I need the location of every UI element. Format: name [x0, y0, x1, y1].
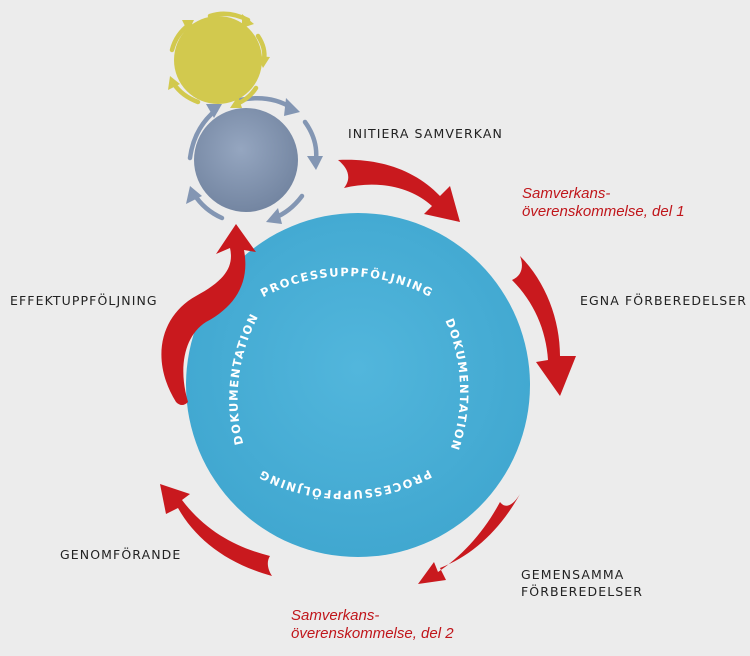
gray-cycle-arrowheads-icon: [186, 98, 323, 224]
label-initiera-samverkan: INITIERA SAMVERKAN: [348, 126, 503, 141]
arrow-gemensamma-icon: [418, 494, 520, 584]
agreement-del2-line1: Samverkans-: [291, 607, 380, 624]
arrow-effekt-icon: [161, 224, 256, 405]
agreement-del1-line2: överenskommelse, del 1: [522, 203, 685, 220]
label-egna-forberedelser: EGNA FÖRBEREDELSER: [580, 293, 748, 308]
label-agreement-del1: Samverkans- överenskommelse, del 1: [522, 185, 685, 221]
label-agreement-del2: Samverkans- överenskommelse, del 2: [291, 607, 454, 643]
arrow-egna-icon: [512, 256, 576, 396]
label-genomforande: GENOMFÖRANDE: [60, 547, 182, 562]
agreement-del2-line2: överenskommelse, del 2: [291, 625, 454, 642]
arrow-genomforande-icon: [160, 484, 272, 576]
label-gemensamma-forberedelser: GEMENSAMMA FÖRBEREDELSER: [521, 566, 643, 600]
main-process-circle: [186, 213, 530, 557]
arrow-initiera-icon: [338, 159, 460, 222]
gray-circle: [194, 108, 298, 212]
label-effektuppfoljning: EFFEKTUPPFÖLJNING: [10, 293, 158, 308]
yellow-circle: [174, 16, 262, 104]
red-process-arrows: [160, 159, 576, 584]
label-gemensamma-line2: FÖRBEREDELSER: [521, 584, 644, 599]
label-gemensamma-line1: GEMENSAMMA: [521, 567, 625, 582]
agreement-del1-line1: Samverkans-: [522, 185, 611, 202]
